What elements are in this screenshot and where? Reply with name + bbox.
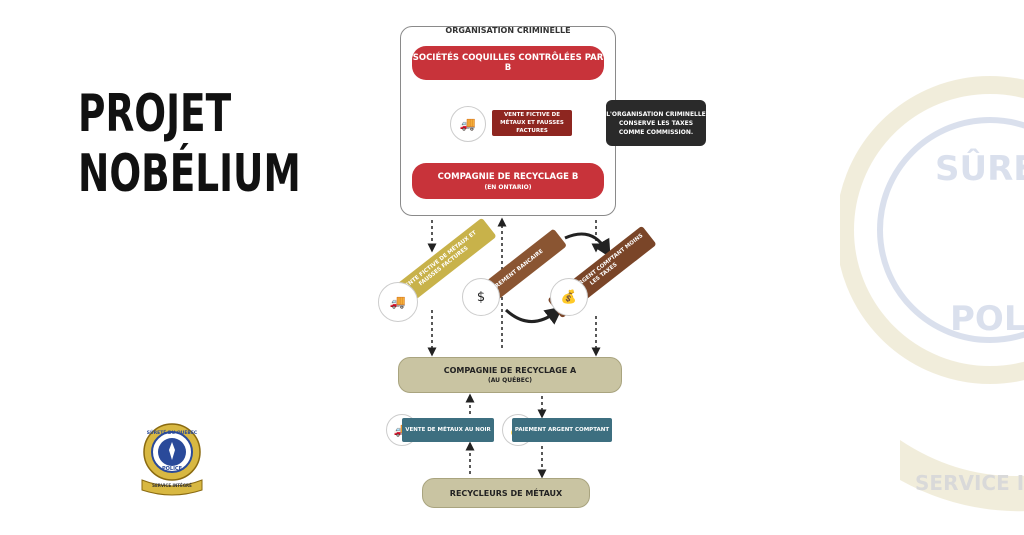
cash-payment-box: PAIEMENT ARGENT COMPTANT [512,418,612,442]
recycling-b-subtitle: (EN ONTARIO) [484,183,532,191]
title-line-1: PROJET [78,84,232,144]
watermark-ribbon-text: SERVICE INTÉG [915,471,1024,495]
org-label: ORGANISATION CRIMINELLE [445,26,571,35]
recycling-b-box: COMPAGNIE DE RECYCLAGE B (EN ONTARIO) [412,163,604,199]
recycling-a-subtitle: (AU QUÉBEC) [487,377,533,384]
black-market-box: VENTE DE MÉTAUX AU NOIR [402,418,494,442]
watermark-seal: SÛRETÉ DU POLI SERVICE INTÉG [840,76,1024,512]
page-title: PROJET NOBÉLIUM [78,84,301,204]
recycling-b-title: COMPAGNIE DE RECYCLAGE B [437,171,579,182]
truck-calculator-icon-2: 🚚 [378,282,418,322]
watermark-police-text: POLI [950,299,1024,339]
money-bag-icon: 💰 [550,278,588,316]
logo-ribbon-text: SERVICE INTÉGRÉ [152,483,192,488]
shell-companies-box: SOCIÉTÉS COQUILLES CONTRÔLÉES PAR B [412,46,604,80]
flow-diagram: ORGANISATION CRIMINELLE SOCIÉTÉS COQUILL… [360,20,720,520]
recycling-a-title: COMPAGNIE DE RECYCLAGE A [443,366,577,375]
truck-calculator-icon: 🚚 [450,106,486,142]
logo-top-text: SÛRETÉ DU QUÉBEC [147,428,198,436]
commission-note-tag: L'ORGANISATION CRIMINELLE CONSERVE LES T… [606,100,706,146]
fake-sale-b-box: VENTE FICTIVE DE MÉTAUX ET FAUSSES FACTU… [492,110,572,136]
currency-exchange-icon: $ [462,278,500,316]
recycling-a-box: COMPAGNIE DE RECYCLAGE A (AU QUÉBEC) [398,357,622,393]
logo-bottom-text: POLICE [162,466,183,472]
metal-recyclers-box: RECYCLEURS DE MÉTAUX [422,478,590,508]
surete-du-quebec-logo: SÛRETÉ DU QUÉBEC POLICE SERVICE INTÉGRÉ [141,423,203,496]
watermark-arc-text: SÛRETÉ DU [935,148,1024,189]
title-line-2: NOBÉLIUM [78,144,301,204]
